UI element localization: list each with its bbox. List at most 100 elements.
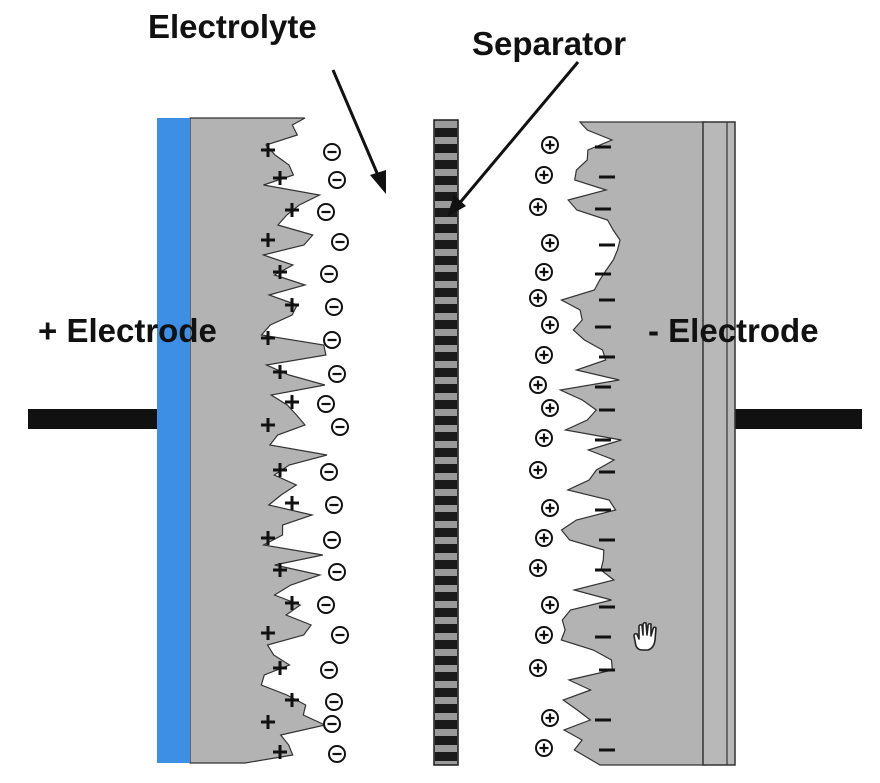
positive-surface-charge xyxy=(285,203,299,217)
cation xyxy=(541,316,559,334)
anion xyxy=(320,661,338,679)
anion xyxy=(317,596,335,614)
cation xyxy=(541,499,559,517)
positive-surface-charge xyxy=(285,496,299,510)
separator-stripe xyxy=(435,624,457,633)
separator-arrow xyxy=(447,61,580,217)
separator-stripe xyxy=(435,256,457,265)
negative-electrode-body xyxy=(558,121,706,766)
anion xyxy=(328,365,346,383)
separator-stripe xyxy=(435,608,457,617)
separator-stripe xyxy=(435,464,457,473)
anion xyxy=(320,463,338,481)
positive-surface-charge xyxy=(273,171,287,185)
positive-surface-charge xyxy=(273,365,287,379)
positive-surface-charge xyxy=(261,143,275,157)
separator-stripe xyxy=(435,752,457,761)
separator-stripe xyxy=(435,672,457,681)
separator-stripe xyxy=(435,720,457,729)
anion xyxy=(331,418,349,436)
anion xyxy=(323,715,341,733)
separator-stripe xyxy=(435,560,457,569)
anion xyxy=(323,331,341,349)
separator-stripe xyxy=(435,320,457,329)
anion xyxy=(325,298,343,316)
positive-surface-charge xyxy=(285,596,299,610)
cation xyxy=(529,659,547,677)
anion xyxy=(317,203,335,221)
positive-surface-charge xyxy=(273,661,287,675)
anion xyxy=(325,693,343,711)
positive-surface-charge xyxy=(261,331,275,345)
positive-surface-charge xyxy=(261,626,275,640)
anion xyxy=(317,395,335,413)
separator-stripe xyxy=(435,512,457,521)
anion xyxy=(331,626,349,644)
separator-stripe xyxy=(435,576,457,585)
anion xyxy=(323,143,341,161)
separator-stripe xyxy=(435,480,457,489)
anion xyxy=(328,171,346,189)
positive-surface-charge xyxy=(285,693,299,707)
cation xyxy=(529,461,547,479)
electrolyte-label: Electrolyte xyxy=(148,8,317,45)
separator-stripe xyxy=(435,688,457,697)
positive-electrode-body xyxy=(189,117,328,764)
positive-surface-charge xyxy=(273,563,287,577)
separator-stripe xyxy=(435,368,457,377)
separator-stripe xyxy=(435,496,457,505)
separator-stripe xyxy=(435,432,457,441)
positive-surface-charge xyxy=(285,298,299,312)
cation xyxy=(535,626,553,644)
separator-stripe xyxy=(435,448,457,457)
cation xyxy=(541,136,559,154)
separator-stripe xyxy=(435,704,457,713)
separator-stripe xyxy=(435,592,457,601)
separator-stripe xyxy=(435,224,457,233)
positive-surface-charge xyxy=(261,418,275,432)
anion xyxy=(328,563,346,581)
separator-stripe xyxy=(435,400,457,409)
separator-stripe xyxy=(435,304,457,313)
anion xyxy=(320,265,338,283)
negative-current-collector xyxy=(702,121,736,766)
separator-stripe xyxy=(435,144,457,153)
cation xyxy=(535,346,553,364)
separator-label: Separator xyxy=(472,25,626,62)
separator-stripe xyxy=(435,192,457,201)
cation xyxy=(535,429,553,447)
separator-stripe xyxy=(435,640,457,649)
cation xyxy=(541,234,559,252)
cation xyxy=(535,739,553,757)
anion xyxy=(331,233,349,251)
positive-lead xyxy=(28,409,158,429)
cation xyxy=(535,166,553,184)
separator-stripe xyxy=(435,336,457,345)
cation xyxy=(529,198,547,216)
separator-stripes xyxy=(435,128,457,761)
electrolyte-arrow xyxy=(331,69,386,194)
cation xyxy=(529,559,547,577)
positive-current-collector xyxy=(157,118,190,763)
positive-surface-charge xyxy=(261,233,275,247)
separator-stripe xyxy=(435,240,457,249)
separator-stripe xyxy=(435,528,457,537)
separator-stripe xyxy=(435,656,457,665)
hand-cursor-icon xyxy=(633,621,657,651)
separator-stripe xyxy=(435,288,457,297)
cation xyxy=(541,709,559,727)
positive-surface-charge xyxy=(273,463,287,477)
separator-stripe xyxy=(435,208,457,217)
positive-electrode-label: + Electrode xyxy=(38,312,217,349)
separator-stripe xyxy=(435,128,457,137)
cation xyxy=(529,376,547,394)
separator-stripe xyxy=(435,352,457,361)
cation xyxy=(535,529,553,547)
positive-surface-charge xyxy=(285,395,299,409)
cation xyxy=(541,596,559,614)
positive-surface-charge xyxy=(273,745,287,759)
anion xyxy=(328,745,346,763)
cation xyxy=(535,263,553,281)
separator-stripe xyxy=(435,384,457,393)
